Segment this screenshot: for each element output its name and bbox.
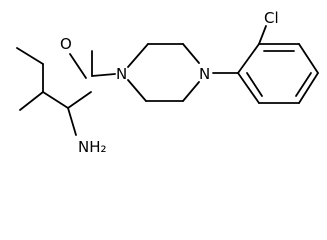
- alpha-carbon-bonds: [67, 91, 92, 136]
- carbonyl-bond: [69, 50, 93, 79]
- alkyl-chain: [16, 47, 69, 111]
- c-cl-bond: [258, 25, 267, 45]
- chlorophenyl-ring: [237, 43, 319, 104]
- amide-bond: [91, 73, 116, 77]
- oxygen-atom-label: O: [60, 35, 72, 53]
- aryl-nitrogen-label: N: [199, 65, 210, 83]
- chlorine-atom-label: Cl: [264, 9, 279, 27]
- piperazine-ring: [127, 43, 200, 102]
- structure-diagram: O N N Cl NH₂: [16, 9, 319, 156]
- amine-group-label: NH₂: [78, 138, 107, 156]
- amide-nitrogen-label: N: [116, 65, 127, 83]
